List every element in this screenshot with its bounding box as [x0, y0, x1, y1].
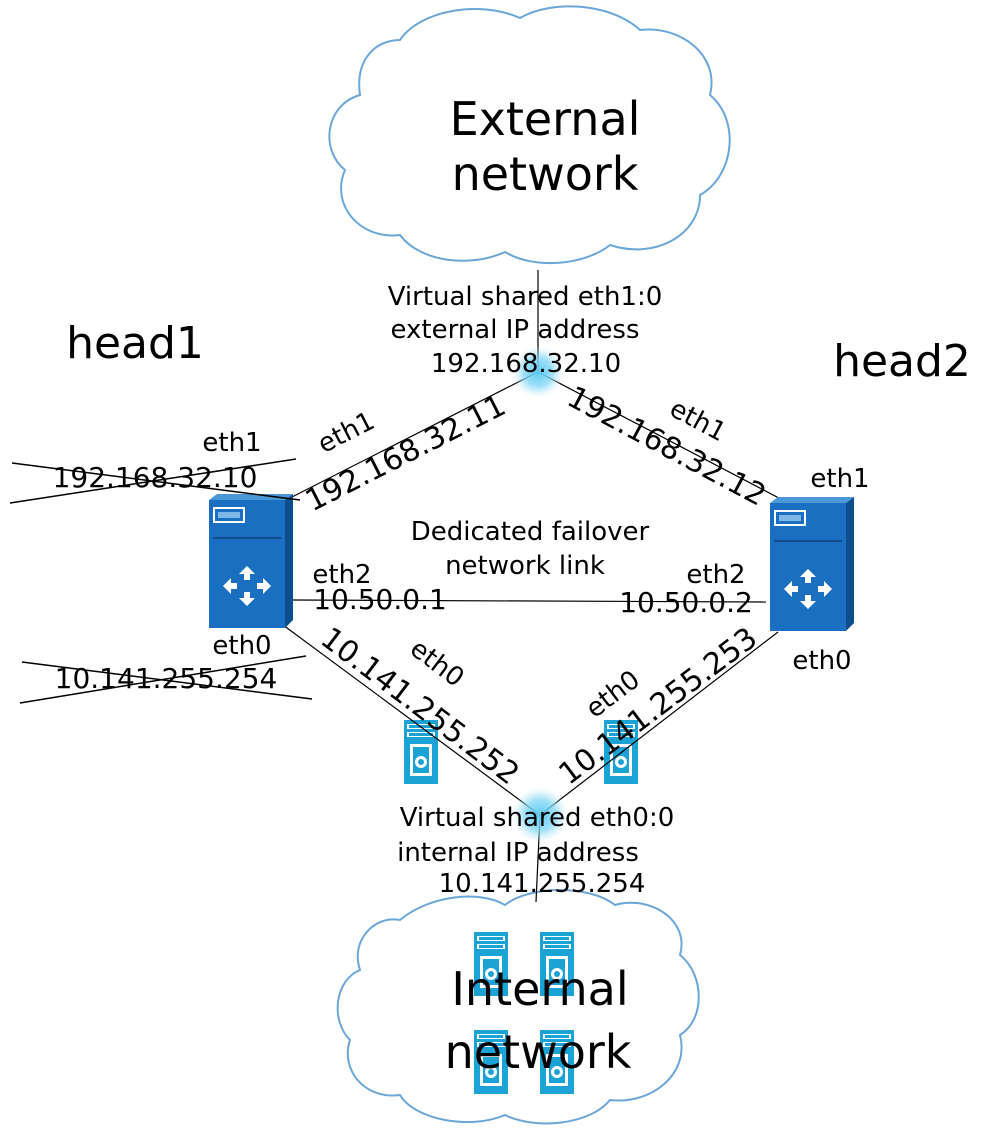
failover-link-line1: Dedicated failover	[411, 517, 650, 547]
internal-cloud	[336, 889, 700, 1125]
internal-virtual-ip-address: 10.141.255.254	[439, 869, 646, 899]
head2-eth0-label: eth0	[792, 646, 851, 676]
internal-virtual-ip-line1: Virtual shared eth0:0	[400, 803, 675, 833]
external-cloud-label-line2: network	[452, 147, 639, 201]
head2-eth1-label: eth1	[810, 464, 869, 494]
head2-server-icon	[769, 496, 855, 632]
head1-eth2-label: eth2	[312, 560, 371, 590]
internal-cloud-label-line2: network	[445, 1025, 632, 1079]
head1-eth2-ip: 10.50.0.1	[313, 583, 447, 616]
external-cloud	[328, 5, 731, 265]
internal-virtual-ip-line2: internal IP address	[397, 838, 639, 868]
head1-eth1-label: eth1	[202, 428, 261, 458]
head1-eth1-strike	[9, 458, 301, 504]
internal-virtual-ip-node	[512, 787, 568, 843]
head2-eth2-label: eth2	[686, 560, 745, 590]
failover-link-line2: network link	[445, 551, 605, 581]
head2-eth2-ip: 10.50.0.2	[619, 586, 753, 619]
network-links	[282, 270, 799, 903]
head2-label: head2	[833, 336, 971, 387]
head1-eth0-strike	[19, 655, 313, 704]
external-virtual-ip-line1: Virtual shared eth1:0	[388, 282, 663, 312]
head2-eth1-link-ip: 192.168.32.12	[561, 380, 771, 514]
external-virtual-ip-node	[512, 346, 564, 398]
head1-server-icon	[208, 493, 294, 629]
external-virtual-ip-address: 192.168.32.10	[431, 349, 621, 379]
head1-eth0-label: eth0	[212, 631, 271, 661]
external-cloud-label-line1: External	[450, 92, 641, 146]
head1-label: head1	[66, 318, 204, 369]
head1-eth1-old-ip: 192.168.32.10	[53, 461, 258, 494]
external-virtual-ip-line2: external IP address	[390, 315, 639, 345]
internal-cloud-label-line1: Internal	[451, 962, 628, 1016]
